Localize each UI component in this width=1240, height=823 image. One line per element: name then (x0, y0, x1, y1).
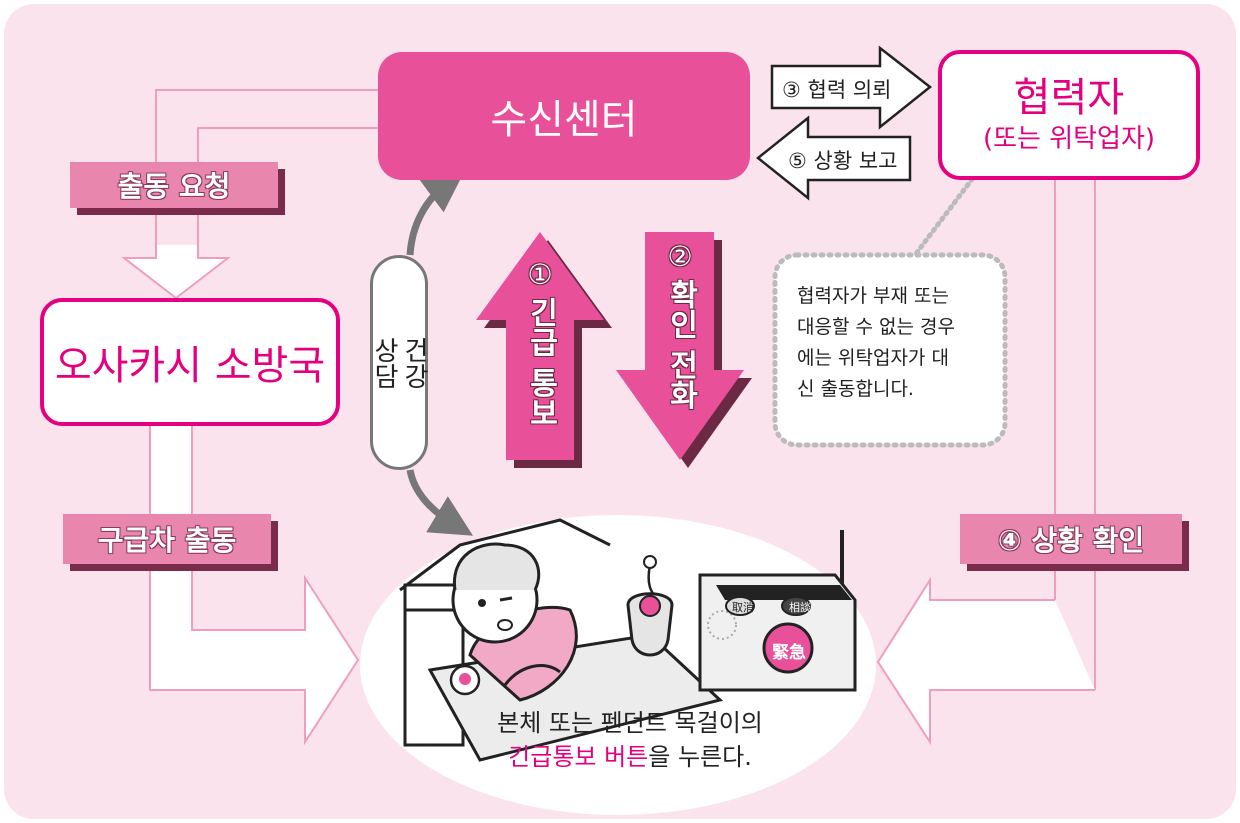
device-cancel-label: 取消 (732, 601, 754, 614)
ambulance-dispatch-arrow (149, 425, 360, 746)
note-line-3: 에는 위탁업자가 대 (797, 347, 949, 369)
elderly-woman-illustration (449, 542, 578, 702)
step2-arrow (616, 232, 744, 460)
step1-label: 긴급 통보 (523, 297, 558, 428)
step1-text-group: ① 긴급 통보 (512, 258, 568, 427)
caption-line-2: 긴급통보 버튼을 누른다. (470, 740, 790, 774)
pendant-illustration (626, 555, 674, 657)
cooperator-subtitle: (또는 위탁업자) (982, 124, 1156, 154)
ambulance-dispatch-text: 구급차 출동 (97, 524, 237, 557)
illustration-caption: 본체 또는 펜던트 목걸이의 긴급통보 버튼을 누른다. (470, 706, 790, 774)
step2-number: ② (667, 240, 693, 273)
step5-arrow (755, 115, 912, 201)
step5-label: ⑤ 상황 보고 (788, 149, 898, 173)
ambulance-dispatch-label: 구급차 출동 (63, 514, 271, 564)
caption-rest: 을 누른다. (648, 743, 752, 771)
consult-arrow-down (406, 469, 474, 536)
step2-text-group: ② 확인 전화 (652, 240, 708, 409)
fire-department-label: 오사카시 소방국 (54, 343, 326, 389)
fire-department-box: 오사카시 소방국 (40, 298, 340, 426)
step1-number: ① (527, 258, 553, 291)
device-emergency-label: 緊急 (772, 643, 806, 663)
situation-check-text: ④ 상황 확인 (997, 524, 1145, 557)
consult-arrow-up (406, 170, 465, 256)
caption-line-1: 본체 또는 펜던트 목걸이의 (497, 709, 763, 737)
request-dispatch-text: 출동 요청 (117, 170, 231, 203)
cooperator-title: 협력자 (1013, 75, 1125, 121)
device-consult-label: 相談 (789, 601, 811, 614)
health-consult-pill: 건강 상담 (369, 255, 429, 470)
emergency-device-illustration (698, 530, 857, 692)
note-line-4: 신 출동합니다. (797, 378, 914, 400)
reception-center-box: 수신센터 (378, 52, 750, 180)
step1-arrow (476, 232, 604, 460)
note-bubble (772, 252, 1008, 448)
note-line-2: 대응할 수 없는 경우 (797, 316, 955, 338)
caption-highlight: 긴급통보 버튼 (508, 743, 649, 771)
health-consult-text: 건강 상담 (369, 336, 429, 389)
substitute-dispatch-note: 협력자가 부재 또는 대응할 수 없는 경우 에는 위탁업자가 대 신 출동합니… (797, 281, 997, 405)
situation-check-label: ④ 상황 확인 (960, 514, 1182, 564)
situation-check-arrow (876, 576, 1095, 746)
cooperator-box: 협력자 (또는 위탁업자) (938, 50, 1200, 180)
step3-label: ③ 협력 의뢰 (782, 78, 892, 102)
note-line-1: 협력자가 부재 또는 (797, 285, 949, 307)
step2-label: 확인 전화 (663, 279, 698, 410)
step3-arrow (770, 45, 933, 130)
reception-center-label: 수신센터 (490, 97, 638, 143)
request-dispatch-label: 출동 요청 (70, 162, 278, 208)
